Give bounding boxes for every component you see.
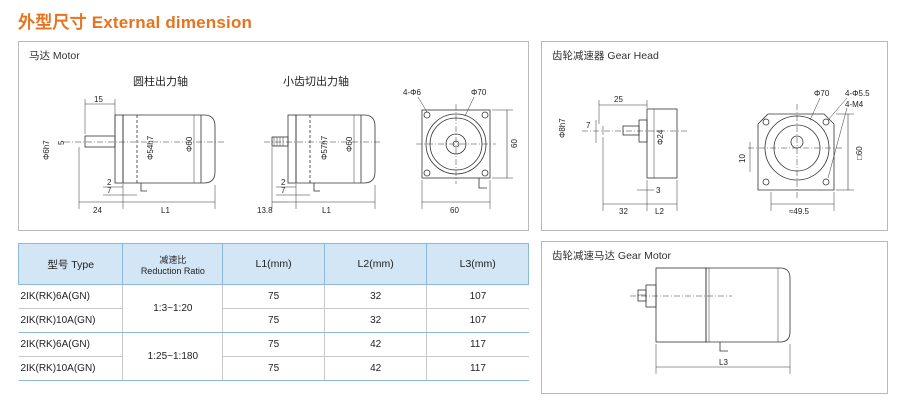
round-shaft-motor-drawing <box>64 99 224 209</box>
header-type: 型号 Type <box>17 243 124 285</box>
cell-type: 2IK(RK)6A(GN) <box>18 332 123 357</box>
cell-l1: 75 <box>222 332 325 357</box>
cell-type: 2IK(RK)10A(GN) <box>18 356 123 381</box>
dim-ghf-square: □60 <box>855 146 864 160</box>
dim-gh-shaft-dia: Φ8h7 <box>558 118 567 138</box>
cell-l2: 42 <box>323 356 427 381</box>
dim-round-2: 2 <box>107 178 112 187</box>
dim-round-flat: 5 <box>57 140 66 145</box>
dim-gear-7: 7 <box>281 186 286 195</box>
dim-gh-key: 7 <box>586 121 591 130</box>
gear-head-panel: 齿轮减速器 Gear Head <box>541 41 888 231</box>
cell-l2: 32 <box>323 308 427 333</box>
dim-ghf-10: 10 <box>738 154 747 163</box>
dim-l3: L3 <box>719 358 728 367</box>
dim-round-shaft-len: 15 <box>94 95 103 104</box>
cell-l1: 75 <box>222 284 325 309</box>
header-ratio-cn: 减速比 <box>159 254 187 265</box>
dim-front-holes: 4-Φ6 <box>403 88 421 97</box>
cell-ratio: 1:3~1:20 <box>122 284 223 333</box>
dim-round-7: 7 <box>107 186 112 195</box>
dim-front-height: 60 <box>510 139 519 148</box>
dim-front-width: 60 <box>450 206 459 215</box>
spec-table-header-row: 型号 Type 减速比 Reduction Ratio L1(mm) L2(mm… <box>17 243 529 285</box>
cell-l2: 32 <box>323 284 427 309</box>
cell-l3: 117 <box>426 356 529 381</box>
dim-gh-3: 3 <box>656 186 661 195</box>
dim-ghf-tap: 4-M4 <box>845 100 864 109</box>
gear-head-front-drawing <box>748 97 854 211</box>
dim-round-l1: L1 <box>161 206 170 215</box>
dim-gear-138: 13.8 <box>257 206 273 215</box>
gear-motor-drawing: L3 <box>630 267 791 374</box>
motor-drawings: 15 Φ6h7 5 Φ54h7 Φ60 2 7 24 L1 Φ57h7 Φ60 … <box>42 88 519 215</box>
gear-motor-panel: 齿轮减速马达 Gear Motor L3 <box>541 241 888 394</box>
header-type-en: Type <box>71 258 95 271</box>
cell-type: 2IK(RK)10A(GN) <box>18 308 123 333</box>
dim-round-shaft-dia: Φ6h7 <box>42 140 51 160</box>
header-ratio: 减速比 Reduction Ratio <box>122 243 224 285</box>
dim-gear-body: Φ60 <box>345 136 354 152</box>
table-row: 2IK(RK)6A(GN) 1:3~1:20 75 32 107 <box>18 284 529 333</box>
cell-l2: 42 <box>323 332 427 357</box>
table-row: 2IK(RK)10A(GN) 75 42 117 <box>18 356 529 381</box>
cell-type: 2IK(RK)6A(GN) <box>18 284 123 309</box>
dim-ghf-pcd: Φ70 <box>814 89 830 98</box>
page-title: 外型尺寸 External dimension <box>18 13 253 32</box>
spec-table: 型号 Type 减速比 Reduction Ratio L1(mm) L2(mm… <box>17 243 529 381</box>
motor-front-drawing <box>416 96 513 209</box>
header-l1: L1(mm) <box>222 243 325 285</box>
dim-gh-32: 32 <box>619 207 628 216</box>
dim-gh-l2: L2 <box>655 207 664 216</box>
gear-head-panel-label: 齿轮减速器 Gear Head <box>552 50 659 62</box>
gear-head-side-drawing <box>582 100 687 211</box>
header-l3: L3(mm) <box>426 243 529 285</box>
cell-l3: 117 <box>426 332 529 357</box>
cell-l1: 75 <box>222 308 325 333</box>
dim-gear-pilot: Φ57h7 <box>320 135 329 160</box>
dim-gh-shaft-len: 25 <box>614 95 623 104</box>
dim-gh-boss: Φ24 <box>656 129 665 145</box>
motor-panel: 马达 Motor 圆柱出力轴 小齿切出力轴 <box>18 41 529 231</box>
caption-gear-shaft: 小齿切出力轴 <box>283 76 349 88</box>
header-type-cn: 型号 <box>47 258 69 271</box>
table-row: 2IK(RK)10A(GN) 75 32 107 <box>18 308 529 333</box>
gear-head-drawings: Φ8h7 7 25 Φ24 3 32 L2 Φ70 4-Φ5.5 4-M4 □6… <box>558 89 870 216</box>
cell-l3: 107 <box>426 308 529 333</box>
dim-front-pcd: Φ70 <box>471 88 487 97</box>
dim-round-24: 24 <box>93 206 102 215</box>
cell-ratio: 1:25~1:180 <box>122 332 223 381</box>
table-row: 2IK(RK)6A(GN) 1:25~1:180 75 42 117 <box>18 332 529 381</box>
dim-gear-l1: L1 <box>322 206 331 215</box>
dim-round-body: Φ60 <box>185 136 194 152</box>
dim-ghf-pilot: ≈49.5 <box>789 207 810 216</box>
dim-ghf-holes: 4-Φ5.5 <box>845 89 870 98</box>
header-l2: L2(mm) <box>323 243 428 285</box>
dim-round-pilot: Φ54h7 <box>146 135 155 160</box>
caption-round-shaft: 圆柱出力轴 <box>133 76 188 88</box>
cell-l3: 107 <box>426 284 529 309</box>
gear-shaft-motor-drawing <box>264 114 381 209</box>
gear-motor-panel-label: 齿轮减速马达 Gear Motor <box>552 250 672 262</box>
dim-gear-2: 2 <box>281 178 286 187</box>
motor-panel-label: 马达 Motor <box>29 50 80 62</box>
cell-l1: 75 <box>222 356 325 381</box>
header-ratio-en: Reduction Ratio <box>140 265 205 276</box>
